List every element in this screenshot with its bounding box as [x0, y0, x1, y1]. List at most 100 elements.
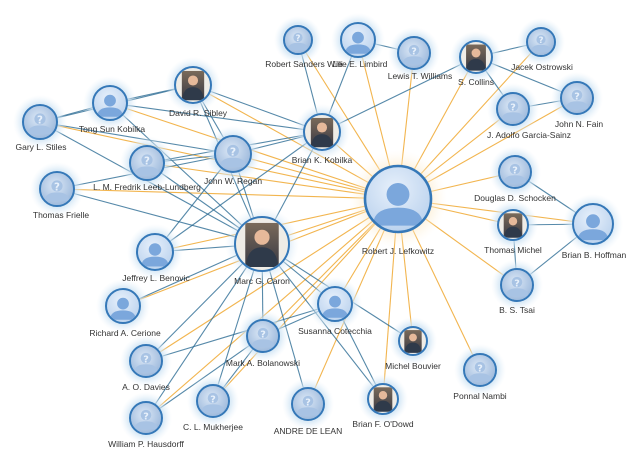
- node-ring: [283, 25, 313, 55]
- person-photo: [305, 115, 339, 149]
- node-leeb[interactable]: ? L. M. Fredrik Leeb-Lundberg: [93, 136, 201, 192]
- node-label: Marc G. Caron: [234, 276, 290, 286]
- node-caron[interactable]: Marc G. Caron: [225, 207, 299, 286]
- unknown-person-icon: ?: [143, 354, 149, 365]
- node-ring: [196, 384, 230, 418]
- unknown-person-icon: ?: [285, 27, 311, 53]
- node-hoffman[interactable]: Brian B. Hoffman: [562, 194, 627, 260]
- unknown-person-icon: ?: [514, 278, 520, 289]
- node-odowd[interactable]: Brian F. O'Dowd: [352, 374, 414, 429]
- node-label: J. Adolfo Garcia-Sainz: [487, 130, 571, 140]
- unknown-person-icon: ?: [131, 403, 161, 433]
- node-ostrowski[interactable]: ?Jacek Ostrowski: [511, 18, 573, 72]
- node-ring: [214, 135, 252, 173]
- person-photo: [400, 328, 426, 354]
- node-ring: [497, 209, 529, 241]
- node-hausdorff[interactable]: ?William P. Hausdorff: [108, 392, 185, 449]
- node-ring: [496, 92, 530, 126]
- node-ring: [136, 233, 174, 271]
- person-photo: [461, 42, 491, 72]
- node-willi[interactable]: ? Robert Sanders Willi: [265, 16, 343, 69]
- node-ring: [398, 326, 428, 356]
- unknown-person-icon: ?: [477, 363, 483, 374]
- person-photo: [369, 385, 397, 413]
- node-label: L. M. Fredrik Leeb-Lundberg: [93, 182, 201, 192]
- person-photo: [176, 68, 210, 102]
- node-label: Michel Bouvier: [385, 361, 441, 371]
- node-stiles[interactable]: ?Gary L. Stiles: [13, 95, 67, 152]
- node-fain[interactable]: ?John N. Fain: [551, 72, 603, 129]
- unknown-person-icon: ?: [54, 182, 60, 193]
- node-label: Jacek Ostrowski: [511, 62, 573, 72]
- node-ring: [129, 401, 163, 435]
- node-kobilka[interactable]: Brian K. Kobilka: [292, 104, 353, 165]
- node-ring: [105, 288, 141, 324]
- node-limbird[interactable]: Lee E. Limbird: [331, 13, 388, 69]
- node-mukherjee[interactable]: ?C. L. Mukherjee: [183, 375, 243, 432]
- edge-stiles-regan: [39, 121, 234, 155]
- node-ring: [500, 268, 534, 302]
- node-label: ANDRE DE LEAN: [274, 426, 343, 436]
- node-cotecchia[interactable]: Susanna Cotecchia: [298, 277, 372, 336]
- node-label: Thomas Frielle: [33, 210, 89, 220]
- edge-kobilka-collins: [321, 56, 477, 133]
- node-sibley[interactable]: David R. Sibley: [165, 57, 228, 118]
- node-ring: [459, 40, 493, 74]
- node-ring: [129, 344, 163, 378]
- unknown-person-icon: ?: [41, 173, 73, 205]
- unknown-person-icon: ?: [574, 91, 580, 102]
- node-label: Douglas D. Schocken: [474, 193, 556, 203]
- node-ring: [397, 36, 431, 70]
- node-label: Thomas Michel: [484, 245, 542, 255]
- node-cerione[interactable]: Richard A. Cerione: [89, 279, 161, 338]
- node-delean[interactable]: ? ANDRE DE LEAN: [274, 378, 343, 436]
- node-label: Brian F. O'Dowd: [352, 419, 413, 429]
- node-ring: [572, 203, 614, 245]
- node-davies[interactable]: ? A. O. Davies: [120, 335, 172, 392]
- unknown-person-icon: ?: [512, 165, 518, 176]
- edge-lefkowitz-hausdorff: [145, 198, 399, 419]
- node-tongsun[interactable]: Tong Sun Kobilka: [79, 76, 145, 134]
- node-michel[interactable]: Thomas Michel: [484, 200, 542, 255]
- node-bolanowski[interactable]: ? Mark A. Bolanowski: [226, 310, 300, 368]
- node-label: Brian K. Kobilka: [292, 155, 353, 165]
- node-garcia[interactable]: ? J. Adolfo Garcia-Sainz: [487, 83, 571, 140]
- node-label: Jeffrey L. Benovic: [122, 273, 190, 283]
- node-tsai[interactable]: ?B. S. Tsai: [491, 259, 543, 315]
- node-bouvier[interactable]: Michel Bouvier: [385, 317, 441, 371]
- node-label: Robert Sanders Willi: [265, 59, 343, 69]
- node-schocken[interactable]: ? Douglas D. Schocken: [474, 146, 556, 203]
- unknown-person-icon: ?: [399, 38, 429, 68]
- unknown-person-icon: ?: [562, 83, 592, 113]
- node-label: Richard A. Cerione: [89, 328, 161, 338]
- unknown-person-icon: ?: [131, 346, 161, 376]
- node-williams[interactable]: ?Lewis T. Williams: [388, 27, 453, 81]
- node-ring: [291, 387, 325, 421]
- node-ring: [303, 113, 341, 151]
- person-silhouette-icon: [138, 235, 172, 269]
- node-ring: [22, 104, 58, 140]
- node-lefkowitz[interactable]: Robert J. Lefkowitz: [349, 150, 447, 256]
- node-benovic[interactable]: Jeffrey L. Benovic: [122, 224, 190, 283]
- node-frielle[interactable]: ? Thomas Frielle: [30, 162, 89, 220]
- node-collins[interactable]: S. Collins: [450, 31, 502, 87]
- unknown-person-icon: ?: [510, 102, 516, 113]
- edge-lefkowitz-frielle: [56, 188, 399, 200]
- node-label: Mark A. Bolanowski: [226, 358, 300, 368]
- person-silhouette-icon: [319, 288, 351, 320]
- unknown-person-icon: ?: [305, 397, 311, 408]
- node-ring: [363, 164, 433, 234]
- edge-tongsun-kobilka: [109, 102, 323, 133]
- unknown-person-icon: ?: [498, 94, 528, 124]
- unknown-person-icon: ?: [260, 329, 266, 340]
- unknown-person-icon: ?: [216, 137, 250, 171]
- node-label: David R. Sibley: [169, 108, 228, 118]
- node-label: A. O. Davies: [122, 382, 170, 392]
- node-nambi[interactable]: ?Ponnal Nambi: [453, 344, 507, 401]
- unknown-person-icon: ?: [24, 106, 56, 138]
- node-ring: [463, 353, 497, 387]
- unknown-person-icon: ?: [144, 156, 150, 167]
- unknown-person-icon: ?: [411, 46, 417, 57]
- node-regan[interactable]: ?John W. Regan: [204, 126, 262, 186]
